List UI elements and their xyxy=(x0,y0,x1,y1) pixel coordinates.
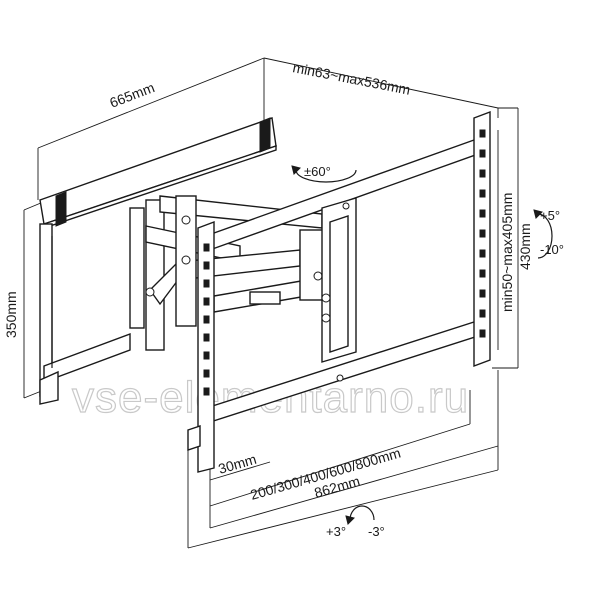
tilt-down-label: -10° xyxy=(540,242,564,257)
articulating-arms xyxy=(129,195,331,351)
plate-height-label: 350mm xyxy=(3,291,19,338)
wall-plate xyxy=(39,117,277,405)
tv-bracket xyxy=(187,110,491,473)
bracket-height-label: 430mm xyxy=(517,223,533,270)
depth-range-label: min63~max536mm xyxy=(291,59,411,97)
dimension-lines xyxy=(23,57,519,549)
level-minus-label: -3° xyxy=(368,524,385,539)
bracket-slots xyxy=(203,129,486,396)
offset-label: 30mm xyxy=(216,451,258,477)
tilt-up-label: +5° xyxy=(540,208,560,223)
level-plus-label: +3° xyxy=(326,524,346,539)
swivel-angle-label: ±60° xyxy=(304,164,331,179)
arm-width-label: 665mm xyxy=(107,79,156,111)
rotation-arrows xyxy=(291,165,553,525)
vesa-height-label: min50~max405mm xyxy=(499,193,515,312)
